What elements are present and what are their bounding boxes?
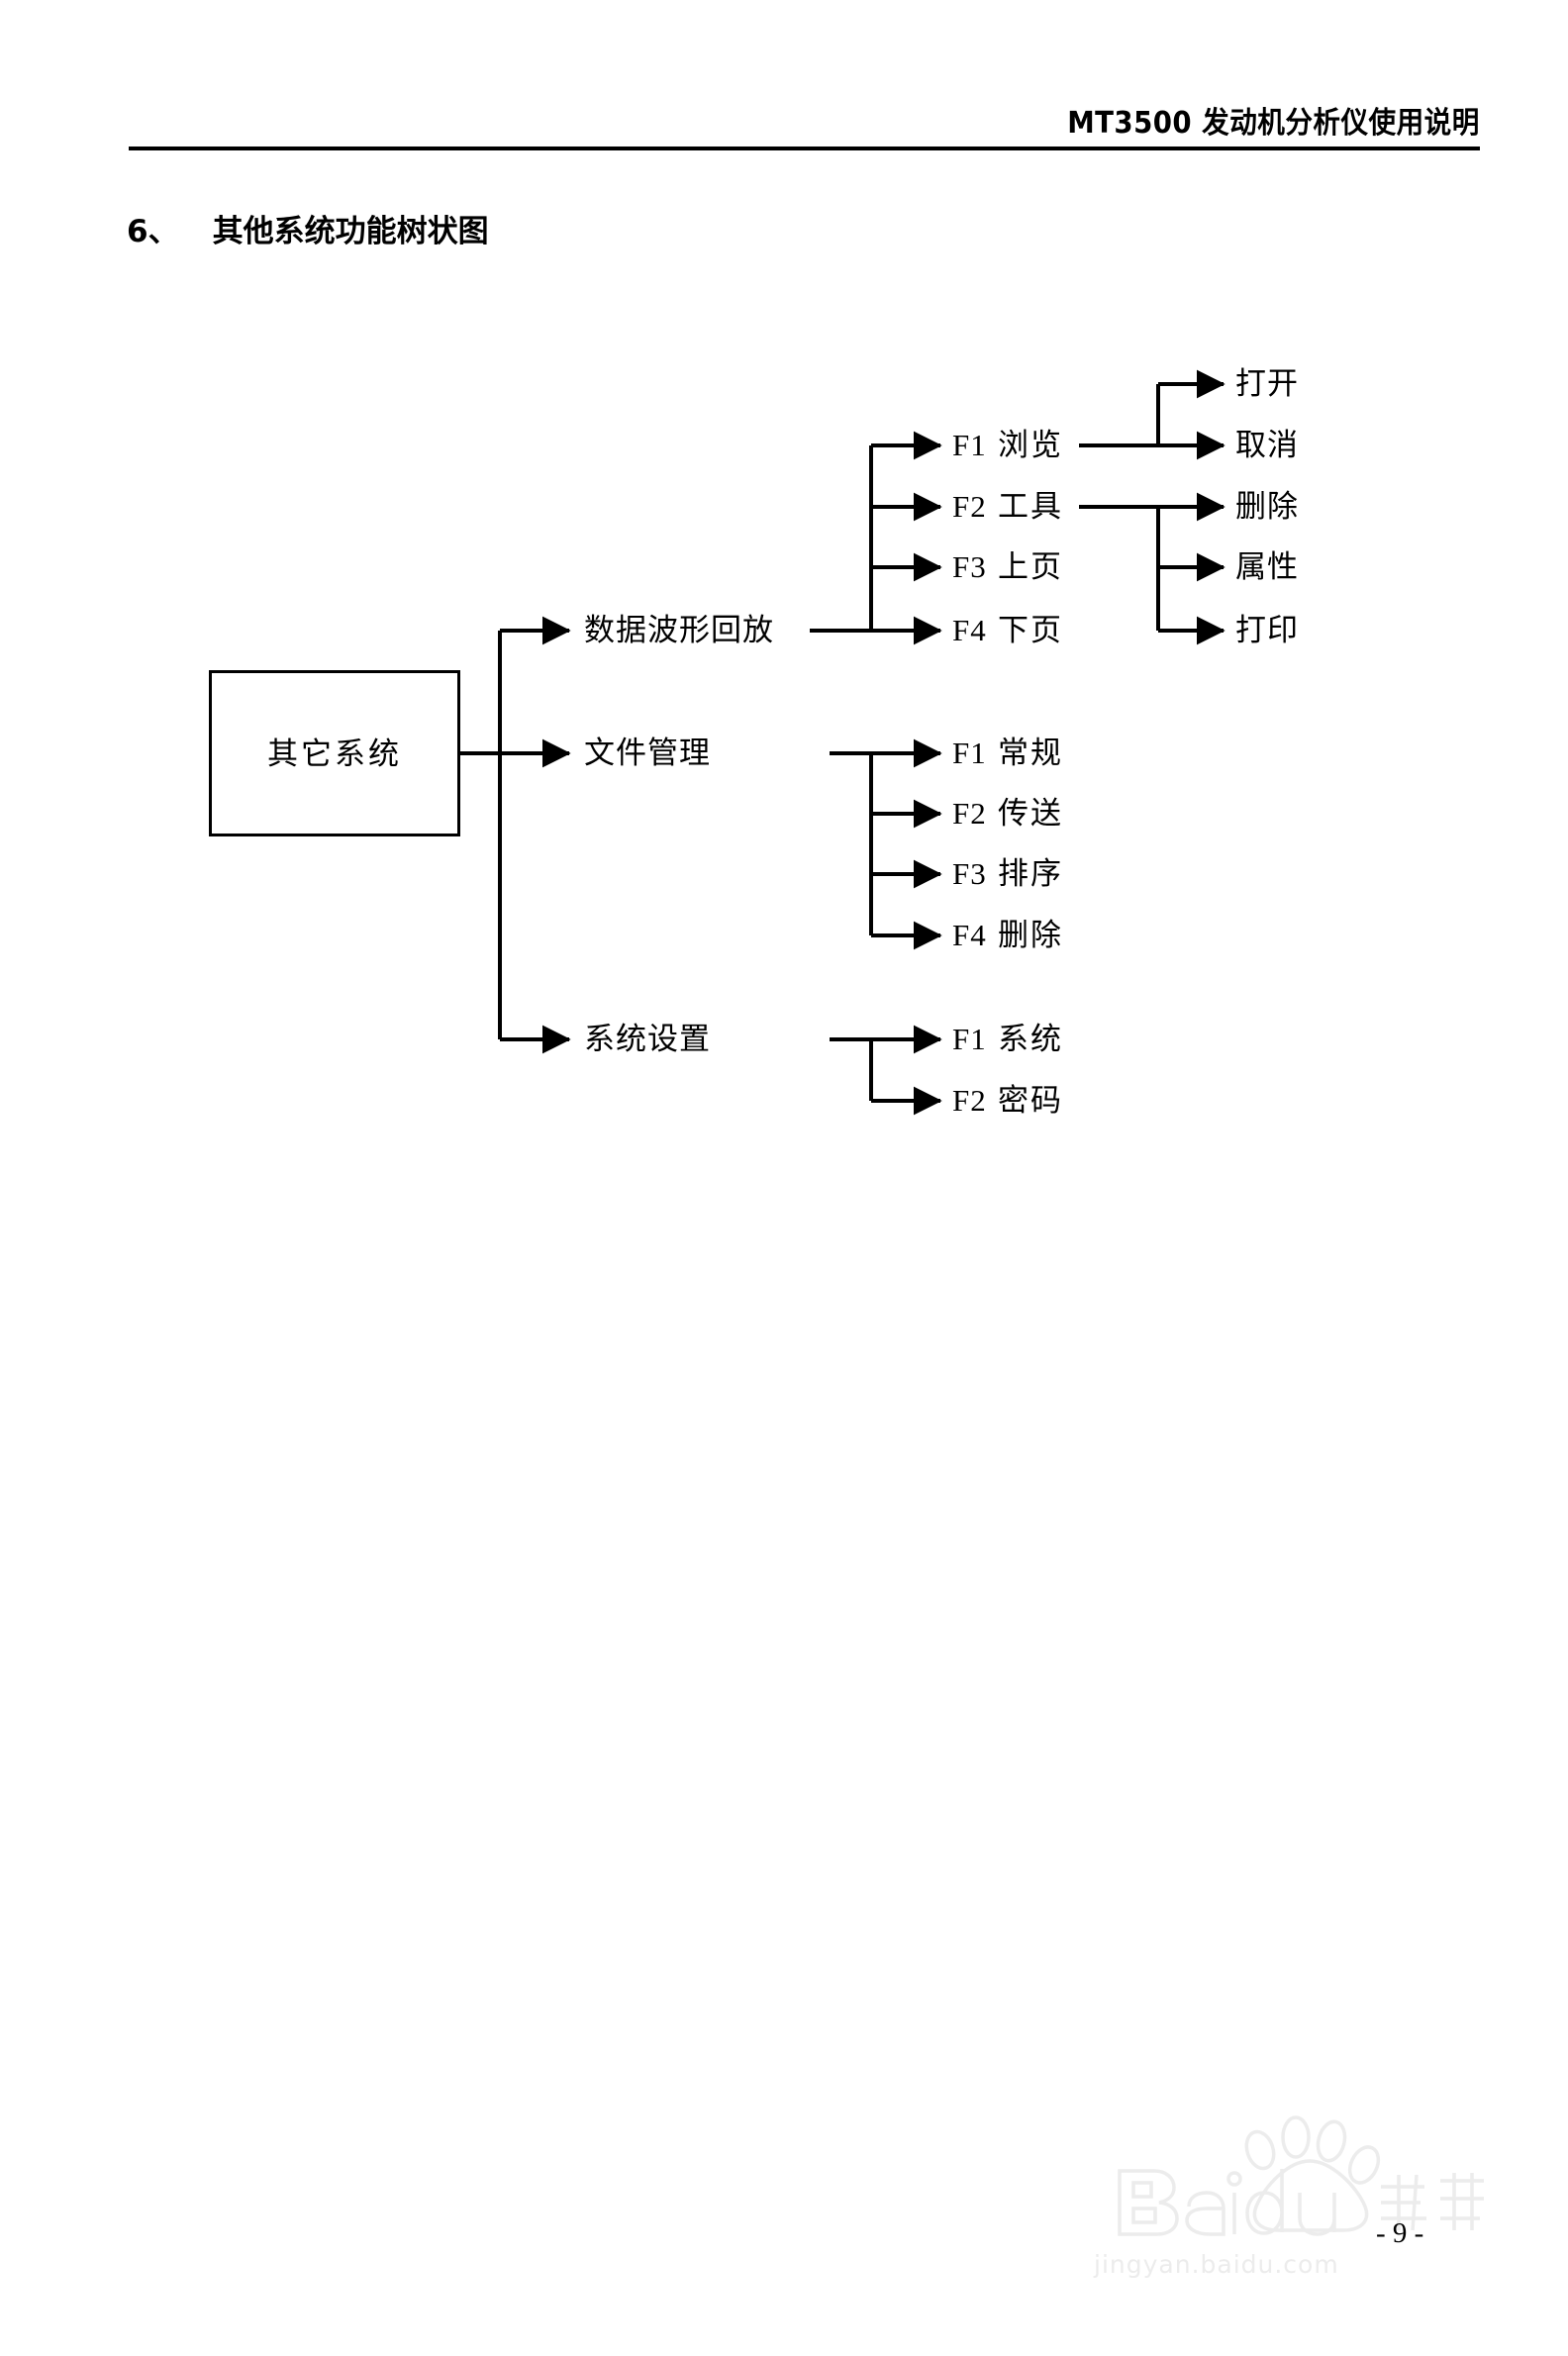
node-tools-delete[interactable]: 删除	[1235, 489, 1299, 524]
fkey-label: F1	[952, 428, 987, 462]
fkey-label: F4	[952, 918, 987, 952]
node-browse-open[interactable]: 打开	[1235, 366, 1299, 401]
node-settings-f1[interactable]: F1 系统	[952, 1024, 1063, 1054]
node-tools-property[interactable]: 属性	[1235, 549, 1299, 584]
fname-label: 下页	[998, 613, 1063, 647]
fname-label: 浏览	[998, 428, 1063, 462]
section-title-text: 其他系统功能树状图	[212, 214, 489, 249]
fname-label: 常规	[998, 736, 1063, 770]
fkey-label: F1	[952, 736, 987, 770]
node-playback[interactable]: 数据波形回放	[584, 613, 774, 647]
fkey-label: F2	[952, 796, 987, 831]
node-file-management[interactable]: 文件管理	[584, 736, 711, 770]
node-file-f4[interactable]: F4 删除	[952, 920, 1063, 950]
fkey-label: F3	[952, 856, 987, 891]
fname-label: 排序	[998, 856, 1063, 891]
fkey-label: F3	[952, 549, 987, 584]
node-settings-f2[interactable]: F2 密码	[952, 1085, 1063, 1116]
baidu-logo-icon	[1118, 2115, 1484, 2236]
fkey-label: F2	[952, 489, 987, 524]
node-playback-f3[interactable]: F3 上页	[952, 551, 1063, 582]
baidu-jingyan-watermark: jingyan.baidu.com	[1084, 2104, 1500, 2279]
section-number: 6、	[127, 214, 179, 249]
node-file-f1[interactable]: F1 常规	[952, 737, 1063, 768]
node-file-f2[interactable]: F2 传送	[952, 798, 1063, 829]
fname-label: 工具	[998, 489, 1063, 524]
node-playback-f2[interactable]: F2 工具	[952, 491, 1063, 522]
node-root-label: 其它系统	[267, 736, 402, 771]
header-divider	[129, 147, 1480, 150]
header-title: MT3500 发动机分析仪使用说明	[1067, 106, 1480, 141]
node-tools-print[interactable]: 打印	[1235, 613, 1299, 647]
node-file-f3[interactable]: F3 排序	[952, 858, 1063, 889]
fkey-label: F1	[952, 1022, 987, 1056]
fname-label: 传送	[998, 796, 1063, 831]
page-title: 6、其他系统功能树状图	[127, 206, 489, 250]
watermark-url: jingyan.baidu.com	[1094, 2250, 1339, 2279]
node-playback-f1[interactable]: F1 浏览	[952, 430, 1063, 460]
fname-label: 上页	[998, 549, 1063, 584]
fkey-label: F2	[952, 1083, 987, 1118]
fname-label: 系统	[998, 1022, 1063, 1056]
node-browse-cancel[interactable]: 取消	[1235, 428, 1299, 462]
page-number: - 9 -	[1376, 2217, 1424, 2249]
node-root-box[interactable]: 其它系统	[209, 670, 460, 836]
fname-label: 密码	[998, 1083, 1063, 1118]
fkey-label: F4	[952, 613, 987, 647]
page-header: MT3500 发动机分析仪使用说明	[129, 107, 1480, 140]
tree-connectors	[460, 369, 1225, 1116]
function-tree-diagram: 其它系统 数据波形回放 文件管理 系统设置 F1 浏览 F2 工具 F3 上页 F4 下…	[209, 366, 1299, 1116]
node-playback-f4[interactable]: F4 下页	[952, 615, 1063, 645]
node-system-settings[interactable]: 系统设置	[584, 1022, 711, 1056]
fname-label: 删除	[998, 918, 1063, 952]
